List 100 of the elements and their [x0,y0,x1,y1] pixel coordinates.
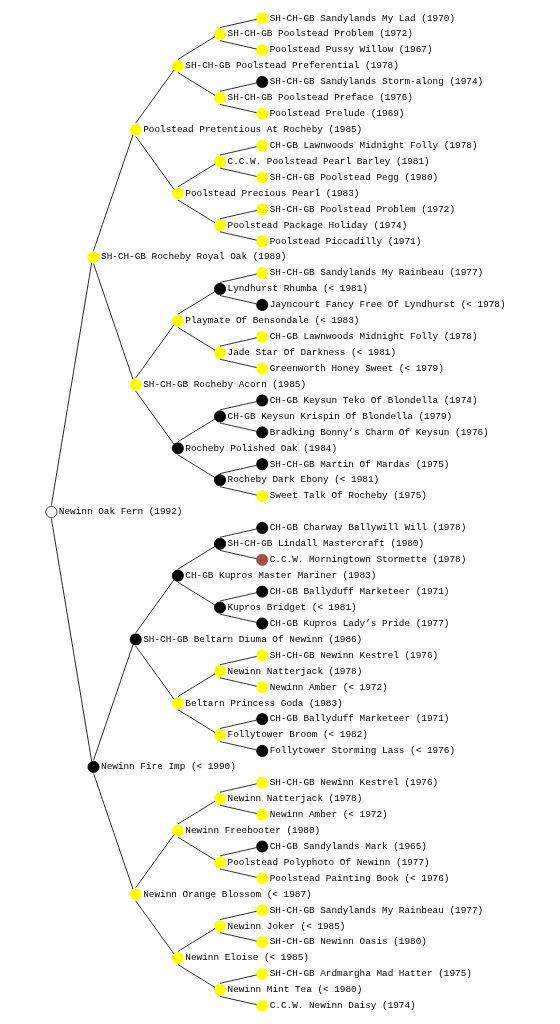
node-label: C.C.W. Morningtown Stormette (1978) [269,554,467,566]
connector [135,324,175,379]
connector [219,719,257,729]
node-label: SH-CH-GB Martin Of Mardas (1975) [269,458,450,470]
connector [177,800,216,825]
node-circle [171,60,184,72]
node-circle [45,506,58,518]
connector [93,134,134,251]
node-label: CH-GB Ballyduff Marketeer (1971) [269,585,450,597]
node-circle [256,107,269,120]
node-circle [256,394,269,407]
connector [177,673,216,697]
node-circle [214,601,227,614]
node-label: Newinn Amber (< 1972) [269,681,388,693]
connector [177,36,216,60]
node-label: SH-CH-GB Ardmargha Mad Hatter (1975) [269,968,472,980]
node-label: CH-GB Kupros Master Mariner (1983) [185,570,377,582]
node-circle [256,936,269,949]
node-circle [171,952,184,964]
connector [135,834,175,889]
node-label: Greenworth Honey Sweet (< 1979) [269,362,444,374]
node-circle [171,697,184,710]
node-label: Beltarn Princess Goda (1983) [185,697,343,709]
node-label: SH-CH-GB Poolstead Preferential (1978) [185,60,399,72]
node-circle [214,346,227,359]
node-label: Newinn Oak Fern (1992) [58,506,183,518]
connector [219,868,257,878]
node-circle [256,713,269,726]
node-circle [256,585,269,598]
connector [177,928,216,952]
node-circle [256,75,269,88]
node-circle [256,12,269,25]
node-label: Poolstead Prelude (1969) [269,108,405,120]
connector [177,709,216,733]
node-circle [256,617,269,630]
connector [50,518,93,762]
connector [219,18,257,28]
connector [93,644,134,761]
node-label: Playmate Of Bensondale (< 1983) [185,315,360,327]
connector [219,613,257,623]
node-label: Newinn Mint Tea (< 1980) [227,984,363,996]
node-label: CH-GB Keysun Krispin Of Blondella (1979) [227,410,453,422]
node-label: Poolstead Precious Pearl (1983) [185,187,360,199]
node-label: CH-GB Kupros Lady’s Pride (1977) [269,617,450,629]
node-circle [256,490,269,503]
node-circle [256,203,269,216]
node-label: CH-GB Lawnwoods Midnight Folly (1978) [269,139,478,151]
node-label: Newinn Fire Imp (< 1990) [101,761,236,773]
connector [219,932,257,942]
node-circle [129,633,142,646]
node-circle [256,967,269,980]
connector [219,167,257,177]
node-label: SH-CH-GB Rocheby Royal Oak (1989) [101,251,287,263]
node-label: Follytower Storming Lass (< 1976) [269,745,456,757]
connector [219,337,257,347]
connector [177,418,216,443]
node-circle [214,792,227,805]
node-circle [256,362,269,375]
connector [177,72,216,96]
node-circle [256,298,269,311]
node-label: CH-GB Sandylands Mark (1965) [269,840,427,852]
node-label: CH-GB Ballyduff Marketeer (1971) [269,713,450,725]
node-circle [129,378,142,391]
node-circle [87,251,100,264]
node-circle [256,904,269,917]
node-circle [256,521,269,534]
node-label: SH-CH-GB Lindall Mastercraft (1980) [227,538,425,550]
node-label: Newinn Natterjack (1978) [227,665,363,677]
node-label: Poolstead Package Holiday (1974) [227,219,408,231]
node-label: CH-GB Charway Ballywill Will (1978) [269,522,467,534]
node-label: Newinn Orange Blossom (< 1987) [143,888,312,900]
connector [219,104,257,114]
node-label: Newinn Freebooter (1980) [185,824,321,836]
node-circle [214,28,227,41]
connector [135,69,175,124]
node-label: SH-CH-GB Poolstead Pegg (1980) [269,171,439,183]
node-circle [256,553,269,566]
node-label: Sweet Talk Of Rocheby (1975) [269,490,427,502]
node-circle [256,808,269,821]
node-label: Poolstead Pretentious At Rocheby (1985) [143,124,363,136]
connector [135,135,175,190]
node-label: SH-CH-GB Sandylands My Lad (1970) [269,12,456,24]
node-circle [256,44,269,57]
node-circle [214,920,227,933]
connector [219,231,257,241]
node-label: Newinn Natterjack (1978) [227,793,363,805]
node-label: Newinn Amber (< 1972) [269,809,388,820]
node-label: Newinn Joker (< 1985) [227,920,346,932]
node-circle [256,426,269,439]
node-label: Kupros Bridget (< 1981) [227,601,357,613]
connector [219,82,257,92]
node-label: SH-CH-GB Beltarn Diuma Of Newinn (1986) [143,633,363,645]
connector [177,163,216,188]
connector [219,358,257,368]
node-label: Rocheby Dark Ebony (< 1981) [227,474,380,486]
connector [219,210,257,220]
node-label: C.C.W. Poolstead Pearl Barley (1981) [227,155,430,167]
node-label: SH-CH-GB Poolstead Preface (1976) [227,92,413,104]
connector [219,974,257,984]
node-circle [129,888,142,901]
